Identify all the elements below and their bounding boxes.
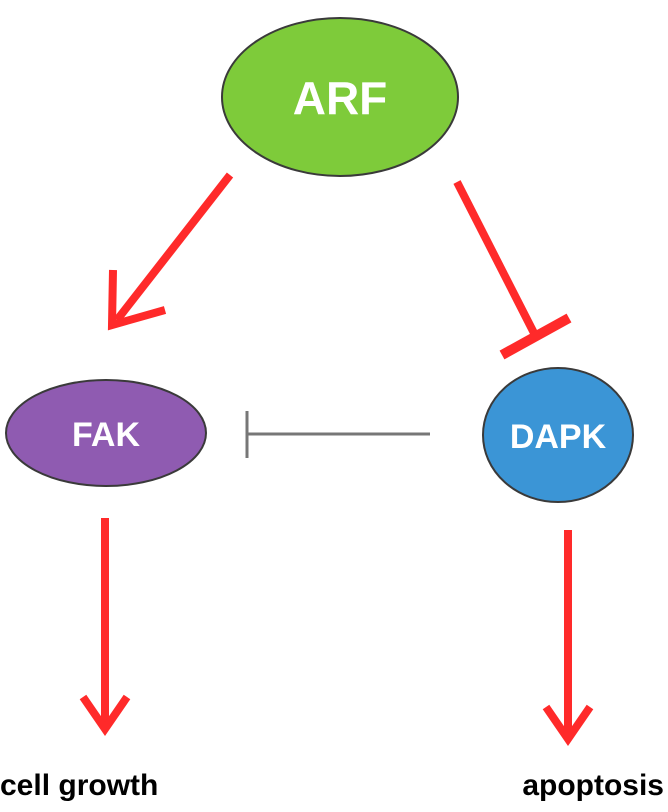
node-arf: ARF [221,17,459,177]
node-dapk-label: DAPK [510,418,607,456]
outcome-apoptosis-label: apoptosis [522,769,664,802]
edge-dapk-to-apoptosis [542,530,594,747]
edge-arf-inhibits-dapk [453,180,572,360]
edge-dapk-inhibits-fak [245,411,430,458]
node-arf-label: ARF [293,72,388,124]
outcome-cell-growth-label: cell growth [0,769,158,802]
edge-arf-dapk-line [453,180,539,337]
arrowhead-icon [107,269,167,331]
node-fak-shape [5,379,207,487]
node-fak: FAK [5,379,207,487]
node-dapk: DAPK [482,367,634,503]
node-dapk-shape [482,367,634,503]
node-fak-label: FAK [72,416,140,454]
node-arf-shape [221,17,459,177]
edge-arf-fak-line [113,172,234,323]
edge-fak-to-cell-growth [79,518,131,737]
arrowhead-icon [542,704,594,747]
edge-arf-activates-fak [107,172,234,331]
arrowhead-icon [79,694,131,737]
inhibition-bar-icon [499,313,572,360]
